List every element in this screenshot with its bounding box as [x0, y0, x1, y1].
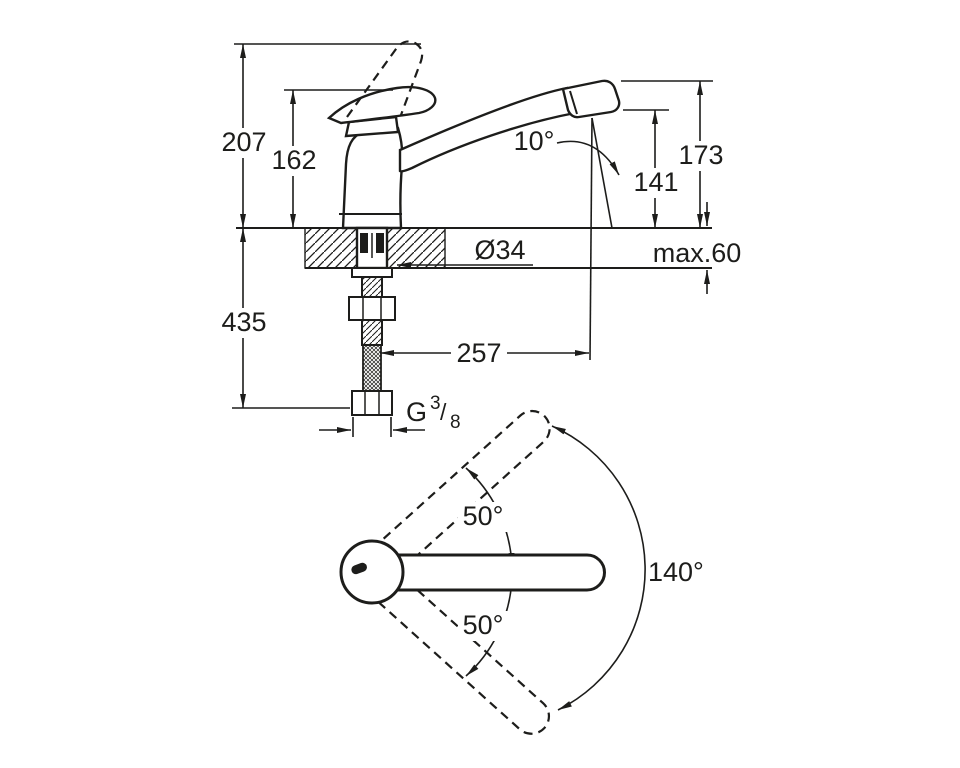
lever-handle — [326, 85, 437, 125]
spout-angle-label: 10° — [514, 126, 555, 156]
dim-outlet-height-label: 141 — [633, 167, 678, 197]
dim-overall-height-label: 207 — [221, 127, 266, 157]
spout-angle-leader-arc — [556, 140, 620, 176]
aerator-head — [561, 79, 621, 119]
handle-indicator-slot — [351, 562, 367, 575]
swivel-total-arc — [551, 425, 646, 711]
swivel-lower-label: 50° — [463, 610, 504, 640]
label-mask-141 — [630, 168, 682, 198]
dim-installation-depth-label: 435 — [221, 307, 266, 337]
aerator-joint-line — [569, 90, 578, 115]
mounting-nut — [348, 296, 396, 321]
thread-size-slash-label: / — [440, 399, 447, 425]
flexible-supply-hose — [362, 344, 382, 392]
swivel-total-label: 140° — [648, 557, 704, 587]
handle-dashed-outline-upper — [365, 409, 551, 581]
dim-spout-height-label: 173 — [678, 140, 723, 170]
shank-detail-right — [376, 233, 384, 253]
handle-cap-circle — [339, 539, 405, 605]
outlet-tilted-axis-line — [591, 117, 613, 229]
label-mask-435 — [218, 308, 270, 338]
handle-top-outline — [369, 553, 606, 592]
lever-raised-dashed-outline — [346, 40, 424, 118]
top-view: 50° 50° 140° — [339, 409, 704, 735]
dimension-spout-height: 173 — [621, 80, 727, 228]
label-mask-257 — [451, 338, 507, 368]
handle-swivel-upper-dashed — [365, 409, 551, 581]
faucet-side-profile — [326, 40, 621, 230]
washer — [351, 267, 393, 278]
shank-detail-left — [360, 233, 368, 253]
thread-size-prefix-label: G — [406, 397, 427, 427]
hose-connection-nut — [351, 390, 393, 416]
faucet-body — [341, 126, 404, 230]
dimension-spout-reach: 257 — [380, 338, 589, 368]
label-mask-207 — [218, 128, 270, 158]
thread-size-numerator-label: 3 — [430, 393, 441, 414]
dimension-installation-depth: 435 — [218, 228, 350, 409]
dim-body-height-label: 162 — [271, 145, 316, 175]
handle-swivel-lower-dashed — [364, 564, 551, 735]
handle-dashed-outline-lower — [364, 564, 551, 735]
dimension-max-deck-thickness: max.60 — [653, 202, 742, 294]
dimension-hole-diameter: Ø34 — [397, 235, 533, 268]
faucet-spout — [398, 86, 577, 173]
water-outlet-axis: 10° — [514, 117, 620, 361]
label-mask-50-lower — [458, 611, 508, 641]
label-mask-173 — [675, 141, 727, 171]
label-mask-162 — [268, 146, 320, 176]
under-counter-assembly — [348, 267, 396, 416]
dimension-body-height: 162 — [268, 89, 393, 228]
swivel-upper-label: 50° — [463, 501, 504, 531]
counter-hatch-left — [304, 227, 358, 269]
hole-diameter-label: Ø34 — [474, 235, 525, 265]
dimension-connection-thread: G 3 / 8 — [319, 393, 461, 437]
dimension-overall-height: 207 — [218, 43, 421, 228]
thread-size-denominator-label: 8 — [450, 412, 461, 433]
max-counter-thickness-label: max.60 — [653, 238, 742, 268]
side-view: 10° 20 — [218, 40, 742, 437]
dimension-outlet-height: 141 — [623, 109, 682, 228]
dim-reach-label: 257 — [456, 338, 501, 368]
counter-hatch-right — [386, 227, 446, 269]
label-mask-50-upper — [458, 502, 508, 532]
outlet-vertical-reference-line — [589, 117, 593, 361]
